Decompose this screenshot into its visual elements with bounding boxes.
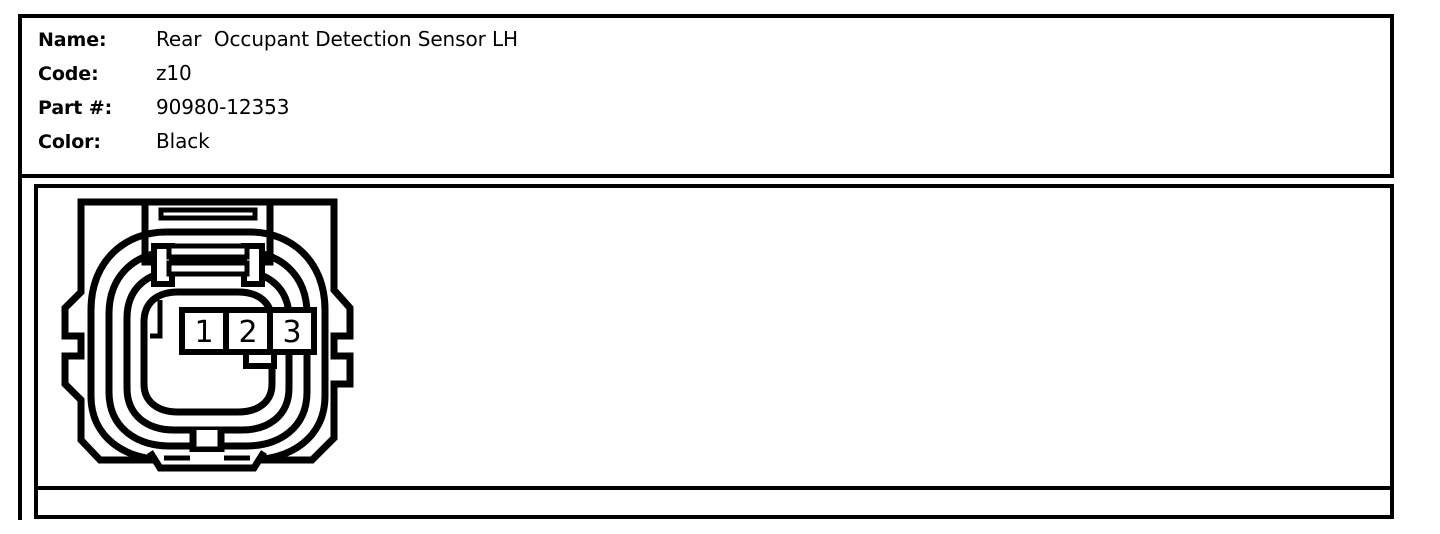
- spec-label-color: Color:: [38, 131, 101, 153]
- latch-hrib-1: [166, 243, 250, 260]
- spec-row-color: Color: Black: [38, 129, 1390, 163]
- connector-image-panel: 1 2 3: [34, 184, 1394, 490]
- terminal-cell-1: [179, 307, 229, 355]
- terminal-label-1: 1: [194, 315, 213, 350]
- housing-ring-outer: [87, 228, 329, 464]
- spec-label-part-number: Part #:: [38, 97, 113, 119]
- spec-row-part-number: Part #: 90980-12353: [38, 95, 1390, 129]
- specification-panel: Name: Rear Occupant Detection Sensor LH …: [18, 14, 1394, 178]
- latch-hrib-2: [166, 260, 250, 277]
- connector-face-svg: 1 2 3: [61, 198, 354, 472]
- latch-rib-top: [158, 207, 258, 221]
- spec-label-name: Name:: [38, 29, 107, 51]
- housing-ring-second: [105, 248, 311, 450]
- spec-value-code: z10: [156, 61, 192, 85]
- terminal-label-3: 3: [282, 315, 301, 350]
- inner-left-polarizing-tab: [150, 300, 163, 339]
- terminal-labels: 1 2 3: [194, 315, 301, 350]
- terminal-label-2: 2: [238, 315, 257, 350]
- spec-label-code: Code:: [38, 63, 99, 85]
- specification-rows: Name: Rear Occupant Detection Sensor LH …: [38, 27, 1390, 163]
- spec-row-name: Name: Rear Occupant Detection Sensor LH: [38, 27, 1390, 61]
- terminal-cell-3: [267, 307, 317, 355]
- latch-horizontal-ribs: [166, 243, 250, 277]
- connector-diagram: 1 2 3: [38, 188, 398, 486]
- bottom-center-notch: [189, 430, 225, 454]
- caption-strip: [34, 490, 1394, 519]
- spec-value-name: Rear Occupant Detection Sensor LH: [156, 27, 518, 51]
- spec-value-part-number: 90980-12353: [156, 95, 290, 119]
- caption-text: [38, 490, 1390, 498]
- spec-row-code: Code: z10: [38, 61, 1390, 95]
- spec-value-color: Black: [156, 129, 210, 153]
- terminal-row: [179, 307, 317, 355]
